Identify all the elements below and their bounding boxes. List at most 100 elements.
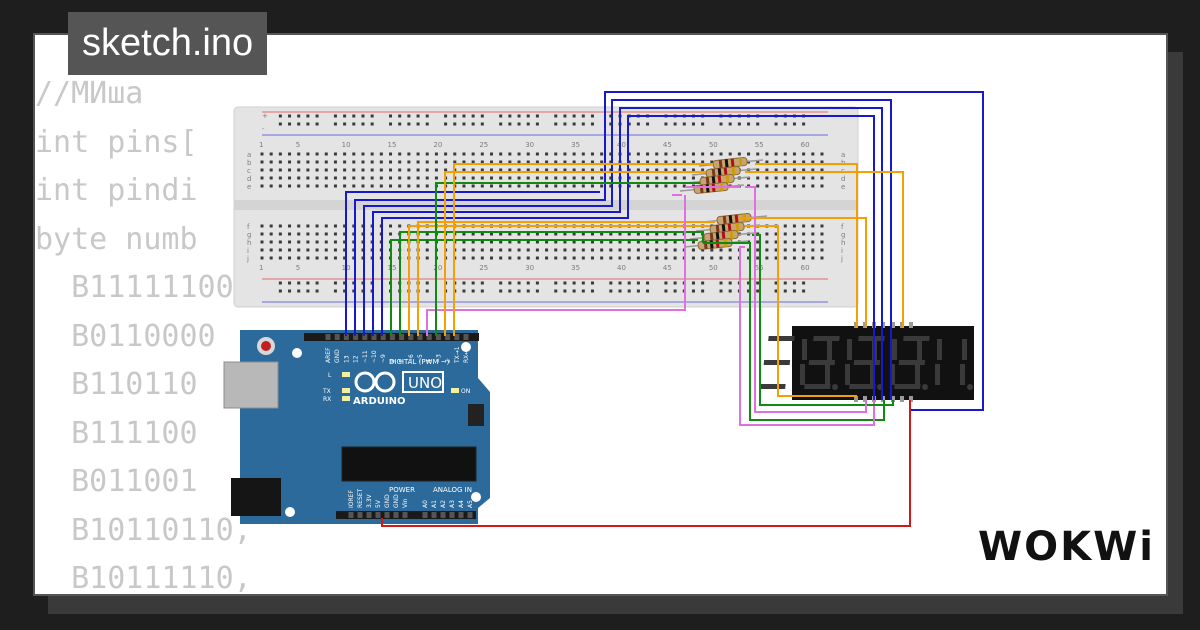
breadboard-hole <box>609 289 613 293</box>
breadboard-hole <box>343 168 347 172</box>
wire[interactable] <box>417 221 857 397</box>
breadboard-hole <box>352 232 356 236</box>
seven-segment-display[interactable] <box>759 322 974 402</box>
arduino-pin[interactable] <box>380 334 386 340</box>
arduino-pin[interactable] <box>334 334 340 340</box>
arduino-pin[interactable] <box>454 334 460 340</box>
code-line: B10110110, <box>35 512 252 548</box>
breadboard-hole <box>802 122 806 126</box>
wire[interactable] <box>363 99 892 400</box>
breadboard-hole <box>434 160 438 164</box>
arduino-pin[interactable] <box>435 334 441 340</box>
breadboard-column-number: 30 <box>525 264 534 272</box>
breadboard-column-number: 55 <box>755 141 764 149</box>
wire[interactable] <box>435 182 894 406</box>
arduino-pin[interactable] <box>431 512 437 518</box>
wire[interactable] <box>672 186 867 413</box>
breadboard-hole <box>297 289 301 293</box>
arduino-pin[interactable] <box>371 334 377 340</box>
wire[interactable] <box>390 239 698 336</box>
arduino-pin[interactable] <box>366 512 372 518</box>
breadboard-hole <box>554 232 558 236</box>
breadboard-hole <box>306 289 310 293</box>
wokwi-logo: WOKWi <box>978 524 1155 570</box>
arduino-pin[interactable] <box>445 334 451 340</box>
breadboard-hole <box>508 248 512 252</box>
display-pin[interactable] <box>900 396 904 402</box>
breadboard-hole <box>572 240 576 244</box>
arduino-pin[interactable] <box>417 334 423 340</box>
breadboard-hole <box>636 152 640 156</box>
wire[interactable] <box>399 231 885 421</box>
breadboard-hole <box>306 281 310 285</box>
arduino-pin[interactable] <box>325 334 331 340</box>
breadboard-hole <box>664 289 668 293</box>
display-pin[interactable] <box>909 396 913 402</box>
display-pin[interactable] <box>854 396 858 402</box>
breadboard-hole <box>425 240 429 244</box>
arduino-pin[interactable] <box>384 512 390 518</box>
wire[interactable] <box>444 171 904 336</box>
wire[interactable] <box>381 400 911 527</box>
breadboard-hole <box>297 114 301 118</box>
wire[interactable] <box>354 91 984 411</box>
breadboard-hole <box>563 281 567 285</box>
arduino-pin-label: AREF <box>325 347 332 363</box>
wires[interactable] <box>345 91 984 527</box>
wire[interactable] <box>426 186 875 426</box>
breadboard-hole <box>756 248 760 252</box>
breadboard-hole <box>508 122 512 126</box>
breadboard-hole <box>673 184 677 188</box>
display-pin[interactable] <box>909 322 913 328</box>
arduino-pin[interactable] <box>458 512 464 518</box>
display-pin[interactable] <box>891 396 895 402</box>
breadboard-hole <box>490 176 493 180</box>
breadboard-hole <box>370 122 374 126</box>
breadboard-hole <box>609 256 613 260</box>
arduino-pin[interactable] <box>362 334 368 340</box>
arduino-pin[interactable] <box>348 512 354 518</box>
wire[interactable] <box>381 115 875 400</box>
breadboard-hole <box>370 184 374 188</box>
resistor[interactable] <box>702 213 768 225</box>
breadboard-hole <box>609 152 613 156</box>
breadboard-hole <box>590 176 594 180</box>
arduino-pin-label: RESET <box>357 488 364 508</box>
arduino-pin[interactable] <box>343 334 349 340</box>
breadboard-hole <box>389 184 393 188</box>
arduino-pin[interactable] <box>449 512 455 518</box>
breadboard-hole <box>646 160 650 164</box>
wire[interactable] <box>453 163 858 336</box>
breadboard-hole <box>306 240 310 244</box>
breadboard-hole <box>416 114 420 118</box>
arduino-pin[interactable] <box>463 334 469 340</box>
breadboard-hole <box>407 176 411 180</box>
arduino-pin[interactable] <box>389 334 395 340</box>
arduino-uno[interactable]: UNO ARDUINO DIGITAL (PWM ~) POWER ANALOG… <box>223 330 490 524</box>
arduino-pin[interactable] <box>408 334 414 340</box>
display-pin[interactable] <box>863 396 867 402</box>
arduino-pin[interactable] <box>402 512 408 518</box>
arduino-pin[interactable] <box>467 512 473 518</box>
breadboard-hole <box>545 232 549 236</box>
arduino-pin-label: ~10 <box>371 350 378 363</box>
display-digit <box>759 336 838 390</box>
arduino-pin[interactable] <box>422 512 428 518</box>
wire[interactable] <box>408 217 867 336</box>
arduino-pin[interactable] <box>375 512 381 518</box>
arduino-pin[interactable] <box>426 334 432 340</box>
breadboard-hole <box>756 240 760 244</box>
breadboard-hole <box>535 152 539 156</box>
breadboard-hole <box>756 281 760 285</box>
arduino-pin[interactable] <box>393 512 399 518</box>
resistor[interactable] <box>691 166 757 178</box>
breadboard-hole <box>315 122 319 126</box>
display-pin[interactable] <box>891 322 895 328</box>
arduino-pin[interactable] <box>353 334 359 340</box>
arduino-pin[interactable] <box>357 512 363 518</box>
breadboard-hole <box>453 114 457 118</box>
arduino-pin[interactable] <box>440 512 446 518</box>
arduino-pin[interactable] <box>399 334 405 340</box>
wire[interactable] <box>372 107 883 400</box>
wire[interactable] <box>345 191 600 336</box>
